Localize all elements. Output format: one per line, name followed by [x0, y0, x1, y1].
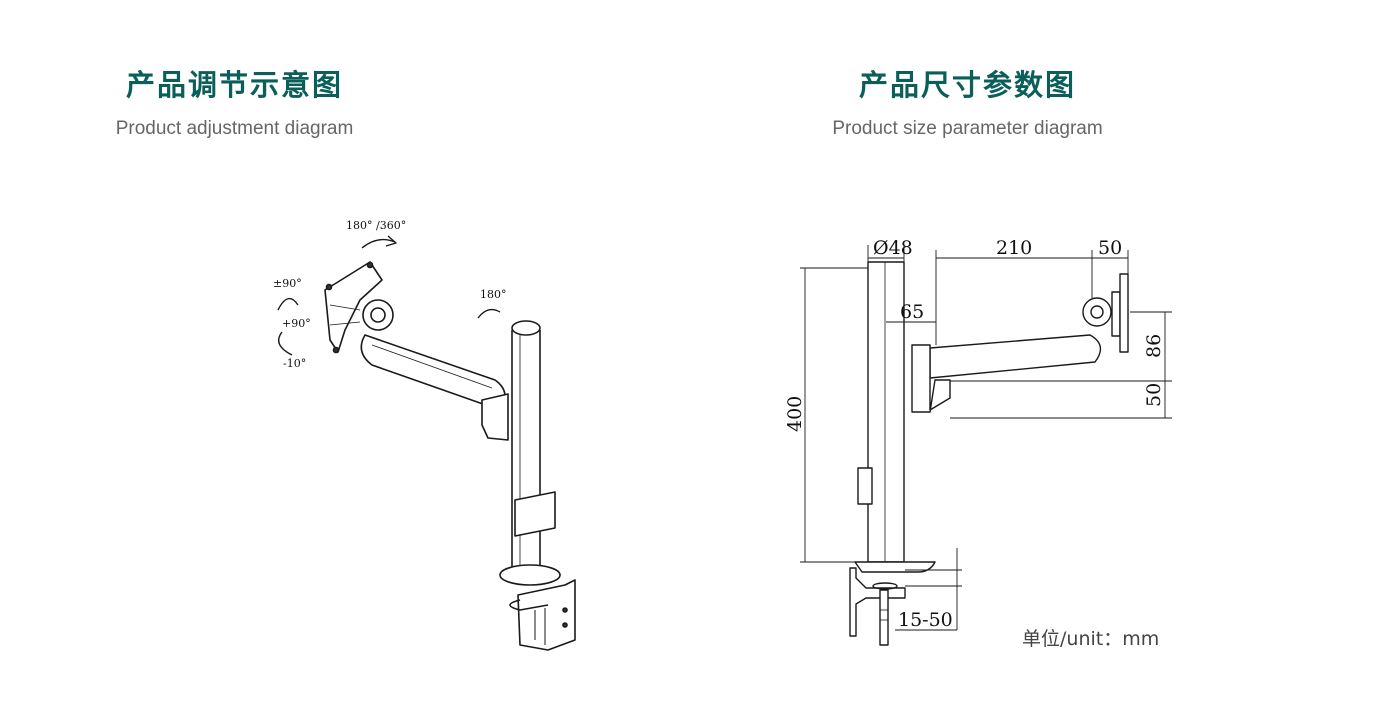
label-swivel-90: ±90°: [273, 277, 302, 290]
label-tilt-rotate: 180° /360°: [346, 219, 406, 232]
adjustment-title-cn: 产品调节示意图: [125, 68, 343, 102]
cable-clip: [514, 491, 556, 537]
size-title-en: Product size parameter diagram: [832, 118, 1103, 139]
label-tilt-down: -10°: [283, 357, 306, 370]
size-panel: 产品尺寸参数图 Product size parameter diagram: [765, 0, 1400, 701]
clamp-body: [517, 579, 576, 651]
arm-body: [360, 334, 506, 411]
tilt-arrow: [278, 331, 293, 356]
adjustment-panel: 产品调节示意图 Product adjustment diagram: [115, 68, 354, 139]
label-tilt-up: +90°: [282, 317, 311, 330]
adjustment-title-en: Product adjustment diagram: [115, 118, 354, 139]
vesa-plate: [324, 261, 383, 353]
swivel-arrow: [277, 297, 299, 311]
rotate-arrow: [361, 238, 396, 249]
size-title-cn: 产品尺寸参数图: [858, 68, 1076, 102]
clamp-hook: [509, 599, 549, 611]
arm-swivel-arrow: [477, 308, 501, 319]
base-plate: [499, 564, 561, 586]
label-arm-swivel: 180°: [480, 288, 507, 301]
pole-outline: [511, 330, 541, 576]
pole-cap: [511, 320, 541, 336]
unit-label: 单位/unit：mm: [1022, 628, 1160, 650]
arm-joint: [481, 393, 509, 441]
